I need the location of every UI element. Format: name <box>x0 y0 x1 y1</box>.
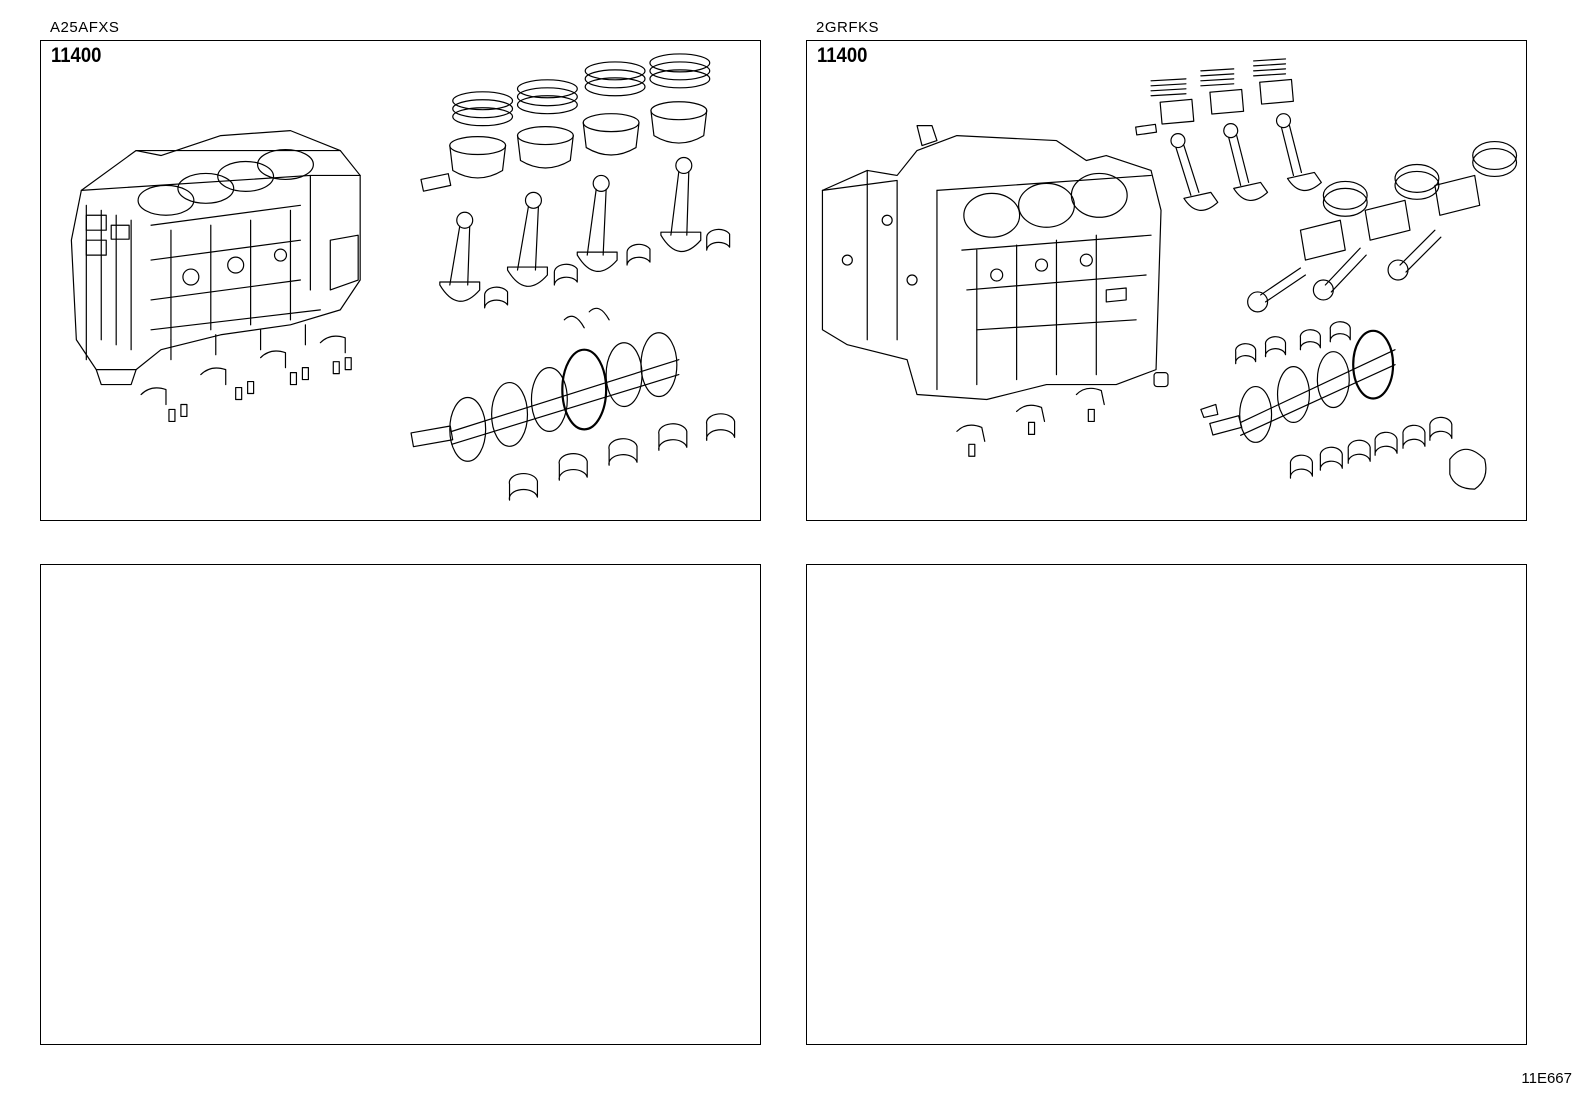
inline-4-cylinder-block-icon <box>70 130 361 386</box>
crankshaft-icon <box>410 332 680 462</box>
piston-rings-icon <box>452 53 711 127</box>
diagram-panel-empty-1 <box>40 564 761 1045</box>
piston-icon <box>420 101 708 192</box>
engine-code-label-a25afxs: A25AFXS <box>50 19 120 36</box>
diagram-panel-a25afxs[interactable]: 11400 <box>40 40 761 521</box>
part-number-label: 11400 <box>51 44 102 67</box>
bearing-shell-icon <box>484 228 736 501</box>
diagram-panel-empty-2 <box>806 564 1527 1045</box>
a25afxs-short-block-illustration <box>70 53 736 501</box>
diagram-panel-2grfks[interactable]: 11400 <box>806 40 1527 521</box>
v6-cylinder-block-icon <box>821 125 1162 401</box>
connecting-rod-icon <box>1170 113 1442 313</box>
part-number-label: 11400 <box>817 44 868 67</box>
bearing-shell-icon <box>1235 321 1487 490</box>
oil-jet-bolt-icon <box>956 372 1169 457</box>
piston-icon <box>1135 78 1481 261</box>
crankshaft-icon <box>1200 329 1396 443</box>
2grfks-short-block-illustration <box>821 58 1518 490</box>
connecting-rod-icon <box>439 156 702 302</box>
piston-rings-icon <box>1150 58 1518 217</box>
oil-jet-bolt-icon <box>140 335 352 423</box>
engine-code-label-2grfks: 2GRFKS <box>816 19 880 36</box>
sheet-code: 11E667 <box>1521 1070 1572 1087</box>
